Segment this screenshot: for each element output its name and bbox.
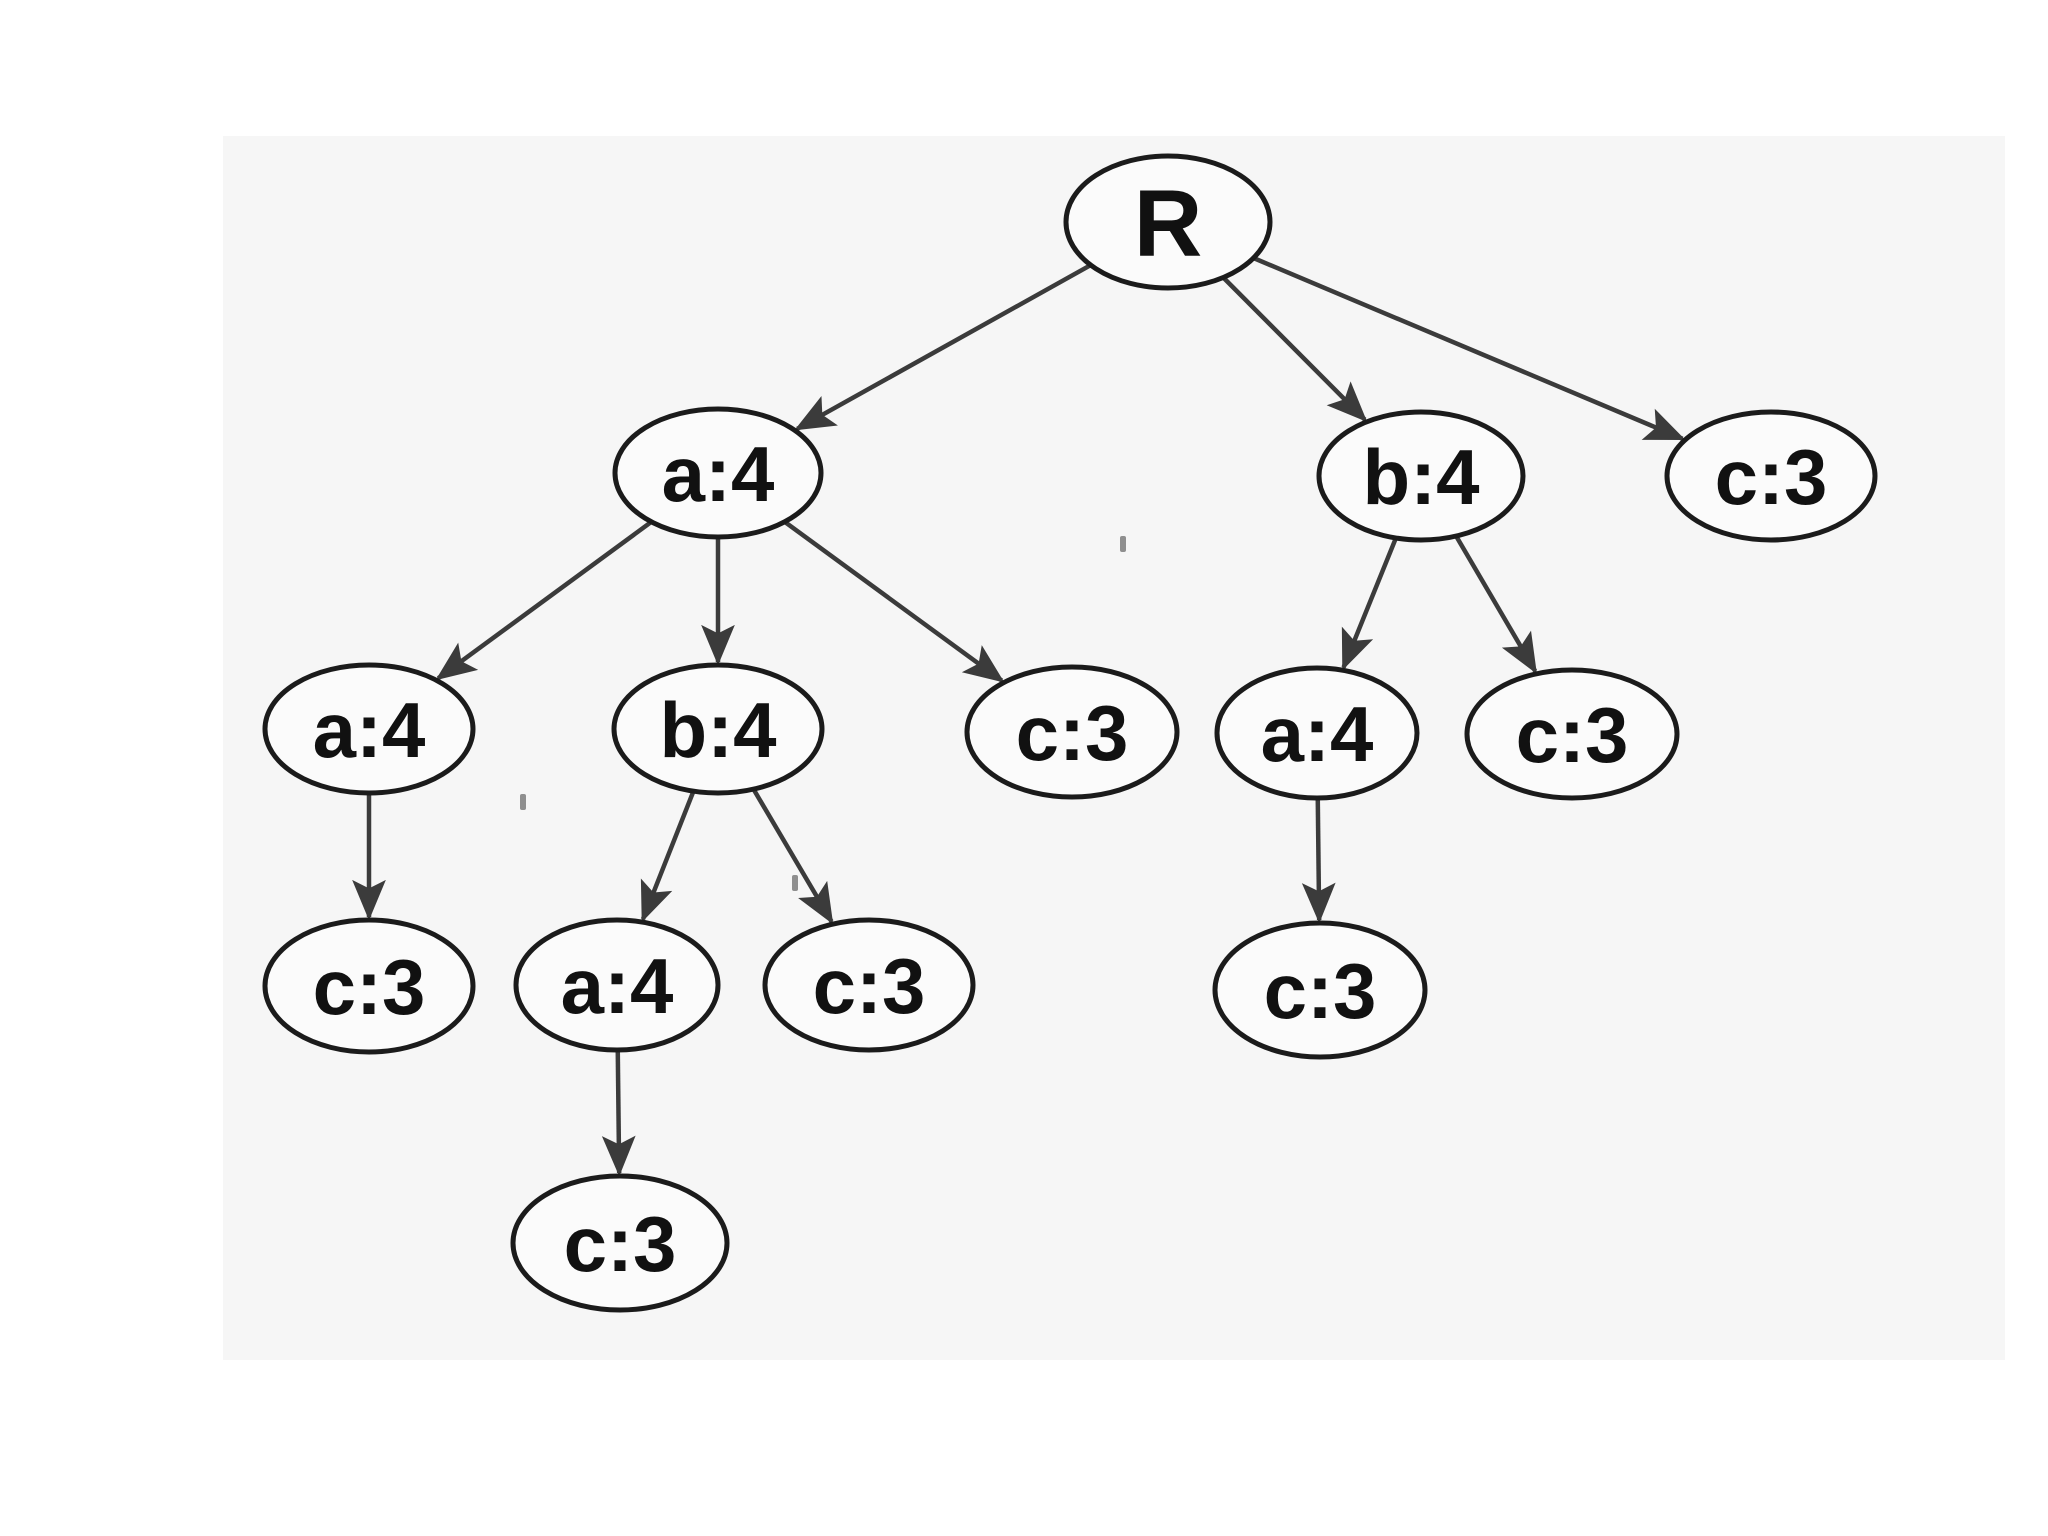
tree-node-a4-2: a:4 <box>262 662 476 796</box>
node-label: c:3 <box>1016 689 1129 777</box>
edge-a4-1-to-c3-2 <box>783 519 1005 683</box>
node-label: b:4 <box>660 686 777 774</box>
node-label: a:4 <box>1261 690 1374 778</box>
node-label: a:4 <box>561 942 674 1030</box>
edge-root-to-a4-1 <box>794 263 1092 431</box>
node-label: c:3 <box>313 943 426 1031</box>
node-ellipse <box>262 917 476 1055</box>
edge-root-to-c3-1 <box>1252 255 1686 441</box>
node-label: a:4 <box>662 430 775 518</box>
tree-node-root: R <box>1063 153 1273 291</box>
node-ellipse <box>1214 665 1420 801</box>
tree-node-c3-5: c:3 <box>762 917 976 1053</box>
tree-node-b4-2: b:4 <box>611 662 825 796</box>
edge-a4-1-to-a4-2 <box>435 520 653 681</box>
node-ellipse <box>762 917 976 1053</box>
node-ellipse <box>1664 409 1878 543</box>
tree-node-c3-2: c:3 <box>964 664 1180 800</box>
node-label: b:4 <box>1363 433 1480 521</box>
node-label: c:3 <box>564 1200 677 1288</box>
edge-b4-1-to-a4-3 <box>1341 537 1398 671</box>
node-ellipse <box>513 917 721 1053</box>
edge-layer <box>352 255 1686 1177</box>
tree-node-c3-4: c:3 <box>262 917 476 1055</box>
edge-a4-4-to-c3-7 <box>601 1049 636 1177</box>
tree-node-a4-4: a:4 <box>513 917 721 1053</box>
tree-node-c3-1: c:3 <box>1664 409 1878 543</box>
tree-node-c3-6: c:3 <box>1212 920 1428 1060</box>
node-label: c:3 <box>1516 691 1629 779</box>
node-ellipse <box>611 662 825 796</box>
tree-node-a4-3: a:4 <box>1214 665 1420 801</box>
tree-node-b4-1: b:4 <box>1316 409 1526 543</box>
node-label: c:3 <box>813 942 926 1030</box>
node-label: a:4 <box>313 686 426 774</box>
edge-b4-2-to-c3-5 <box>751 788 834 925</box>
tree-node-c3-7: c:3 <box>510 1173 730 1313</box>
edge-root-to-b4-1 <box>1221 275 1368 422</box>
node-ellipse <box>262 662 476 796</box>
node-layer: Ra:4 b:4 c:3 a:4 b:4 c:3 a:4 c:3 c:3 a:4 c:3 c:3 c:3 <box>262 153 1878 1313</box>
node-ellipse <box>1063 153 1273 291</box>
tree-node-c3-3: c:3 <box>1464 667 1680 801</box>
edge-b4-2-to-a4-4 <box>640 790 696 923</box>
node-ellipse <box>510 1173 730 1313</box>
edge-b4-1-to-c3-3 <box>1454 534 1538 675</box>
node-label: c:3 <box>1264 947 1377 1035</box>
tree-node-a4-1: a:4 <box>612 406 824 540</box>
node-ellipse <box>612 406 824 540</box>
node-label: c:3 <box>1715 433 1828 521</box>
scan-speck <box>792 875 798 891</box>
scan-speck <box>1120 536 1126 552</box>
edge-a4-3-to-c3-6 <box>1301 797 1336 924</box>
scan-speck-layer <box>520 536 1126 891</box>
node-ellipse <box>1316 409 1526 543</box>
node-ellipse <box>964 664 1180 800</box>
node-ellipse <box>1464 667 1680 801</box>
node-ellipse <box>1212 920 1428 1060</box>
scan-speck <box>520 794 526 810</box>
node-label: R <box>1134 171 1203 277</box>
